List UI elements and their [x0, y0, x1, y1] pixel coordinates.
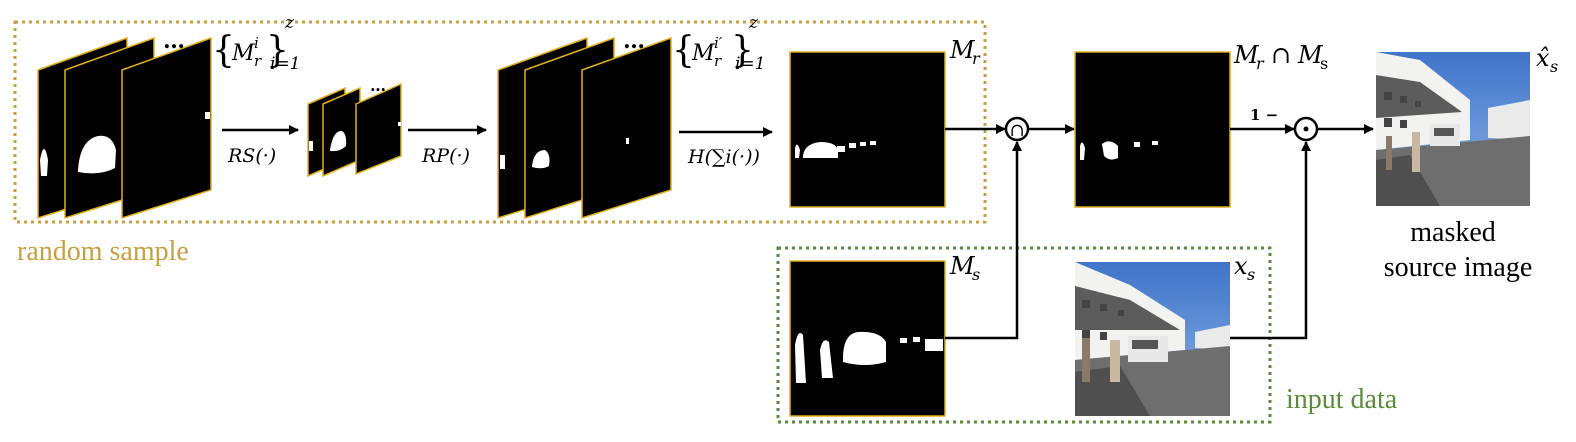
svg-text:i=1: i=1	[270, 54, 301, 74]
m-r-label: M r	[949, 36, 981, 68]
stack-3-ellipsis: …	[623, 28, 645, 54]
svg-text:r: r	[1256, 54, 1265, 73]
svg-text:s: s	[1320, 54, 1328, 73]
h-sum-label: H(∑i(·))	[687, 146, 760, 168]
rp-label: RP(·)	[421, 145, 470, 167]
svg-text:M: M	[949, 36, 976, 64]
stack-3-label: { M r i′ } z i=1	[672, 13, 766, 74]
svg-text:M: M	[231, 41, 255, 66]
svg-text:∩: ∩	[1009, 120, 1024, 141]
m-s-label: M s	[949, 252, 980, 284]
svg-text:∩: ∩	[1271, 41, 1291, 69]
svg-text:s: s	[1247, 265, 1255, 284]
masked-caption-line1: masked	[1410, 217, 1496, 248]
input-data-box	[776, 246, 1272, 424]
mask-stack-1: …	[37, 28, 212, 220]
svg-text:z: z	[284, 13, 295, 33]
one-minus-label: 1 −	[1250, 106, 1278, 124]
svg-text:M: M	[691, 41, 715, 66]
x-s-label: x s	[1234, 252, 1255, 284]
mask-m-s	[789, 260, 946, 417]
stack-1-ellipsis: …	[163, 28, 185, 54]
mask-intersection	[1074, 51, 1231, 208]
svg-text:r: r	[254, 52, 262, 70]
x-s-connector-icon	[1230, 141, 1311, 340]
svg-text:x: x	[1234, 252, 1248, 280]
svg-text:r: r	[714, 52, 722, 70]
m-s-connector-icon	[945, 141, 1022, 340]
input-data-caption: input data	[1286, 384, 1398, 415]
svg-text:}: }	[731, 30, 754, 71]
svg-text:M: M	[949, 252, 976, 280]
svg-text:i: i	[254, 34, 259, 52]
svg-text:s: s	[1550, 57, 1558, 76]
svg-text:M: M	[1233, 41, 1260, 69]
hadamard-product-icon	[1293, 116, 1319, 142]
mask-stack-2: …	[307, 76, 402, 178]
svg-text:r: r	[972, 49, 981, 68]
svg-text:x̂: x̂	[1536, 44, 1550, 72]
stack-2-ellipsis: …	[370, 76, 386, 95]
svg-text:{: {	[212, 30, 235, 71]
mask-stack-3: …	[497, 28, 672, 220]
svg-text:M: M	[1297, 41, 1324, 69]
svg-text:i′: i′	[714, 34, 723, 52]
svg-text:s: s	[972, 265, 980, 284]
svg-text:i=1: i=1	[735, 54, 766, 74]
random-sample-box	[13, 20, 987, 224]
source-image-x-s	[1075, 262, 1230, 416]
svg-text:z: z	[748, 13, 759, 33]
svg-text:{: {	[672, 30, 695, 71]
mask-m-r	[789, 51, 946, 208]
intersection-label: M r ∩ M s	[1233, 41, 1328, 73]
svg-text:}: }	[266, 30, 289, 71]
rs-label: RS(·)	[227, 145, 276, 167]
masked-caption-line2: source image	[1384, 252, 1533, 283]
random-sample-caption: random sample	[17, 236, 189, 267]
output-label: x̂ s	[1536, 44, 1558, 76]
masked-source-image	[1376, 52, 1530, 206]
stack-1-label: { M r i } z i=1	[212, 13, 301, 74]
intersection-icon: ∩	[1004, 116, 1030, 142]
